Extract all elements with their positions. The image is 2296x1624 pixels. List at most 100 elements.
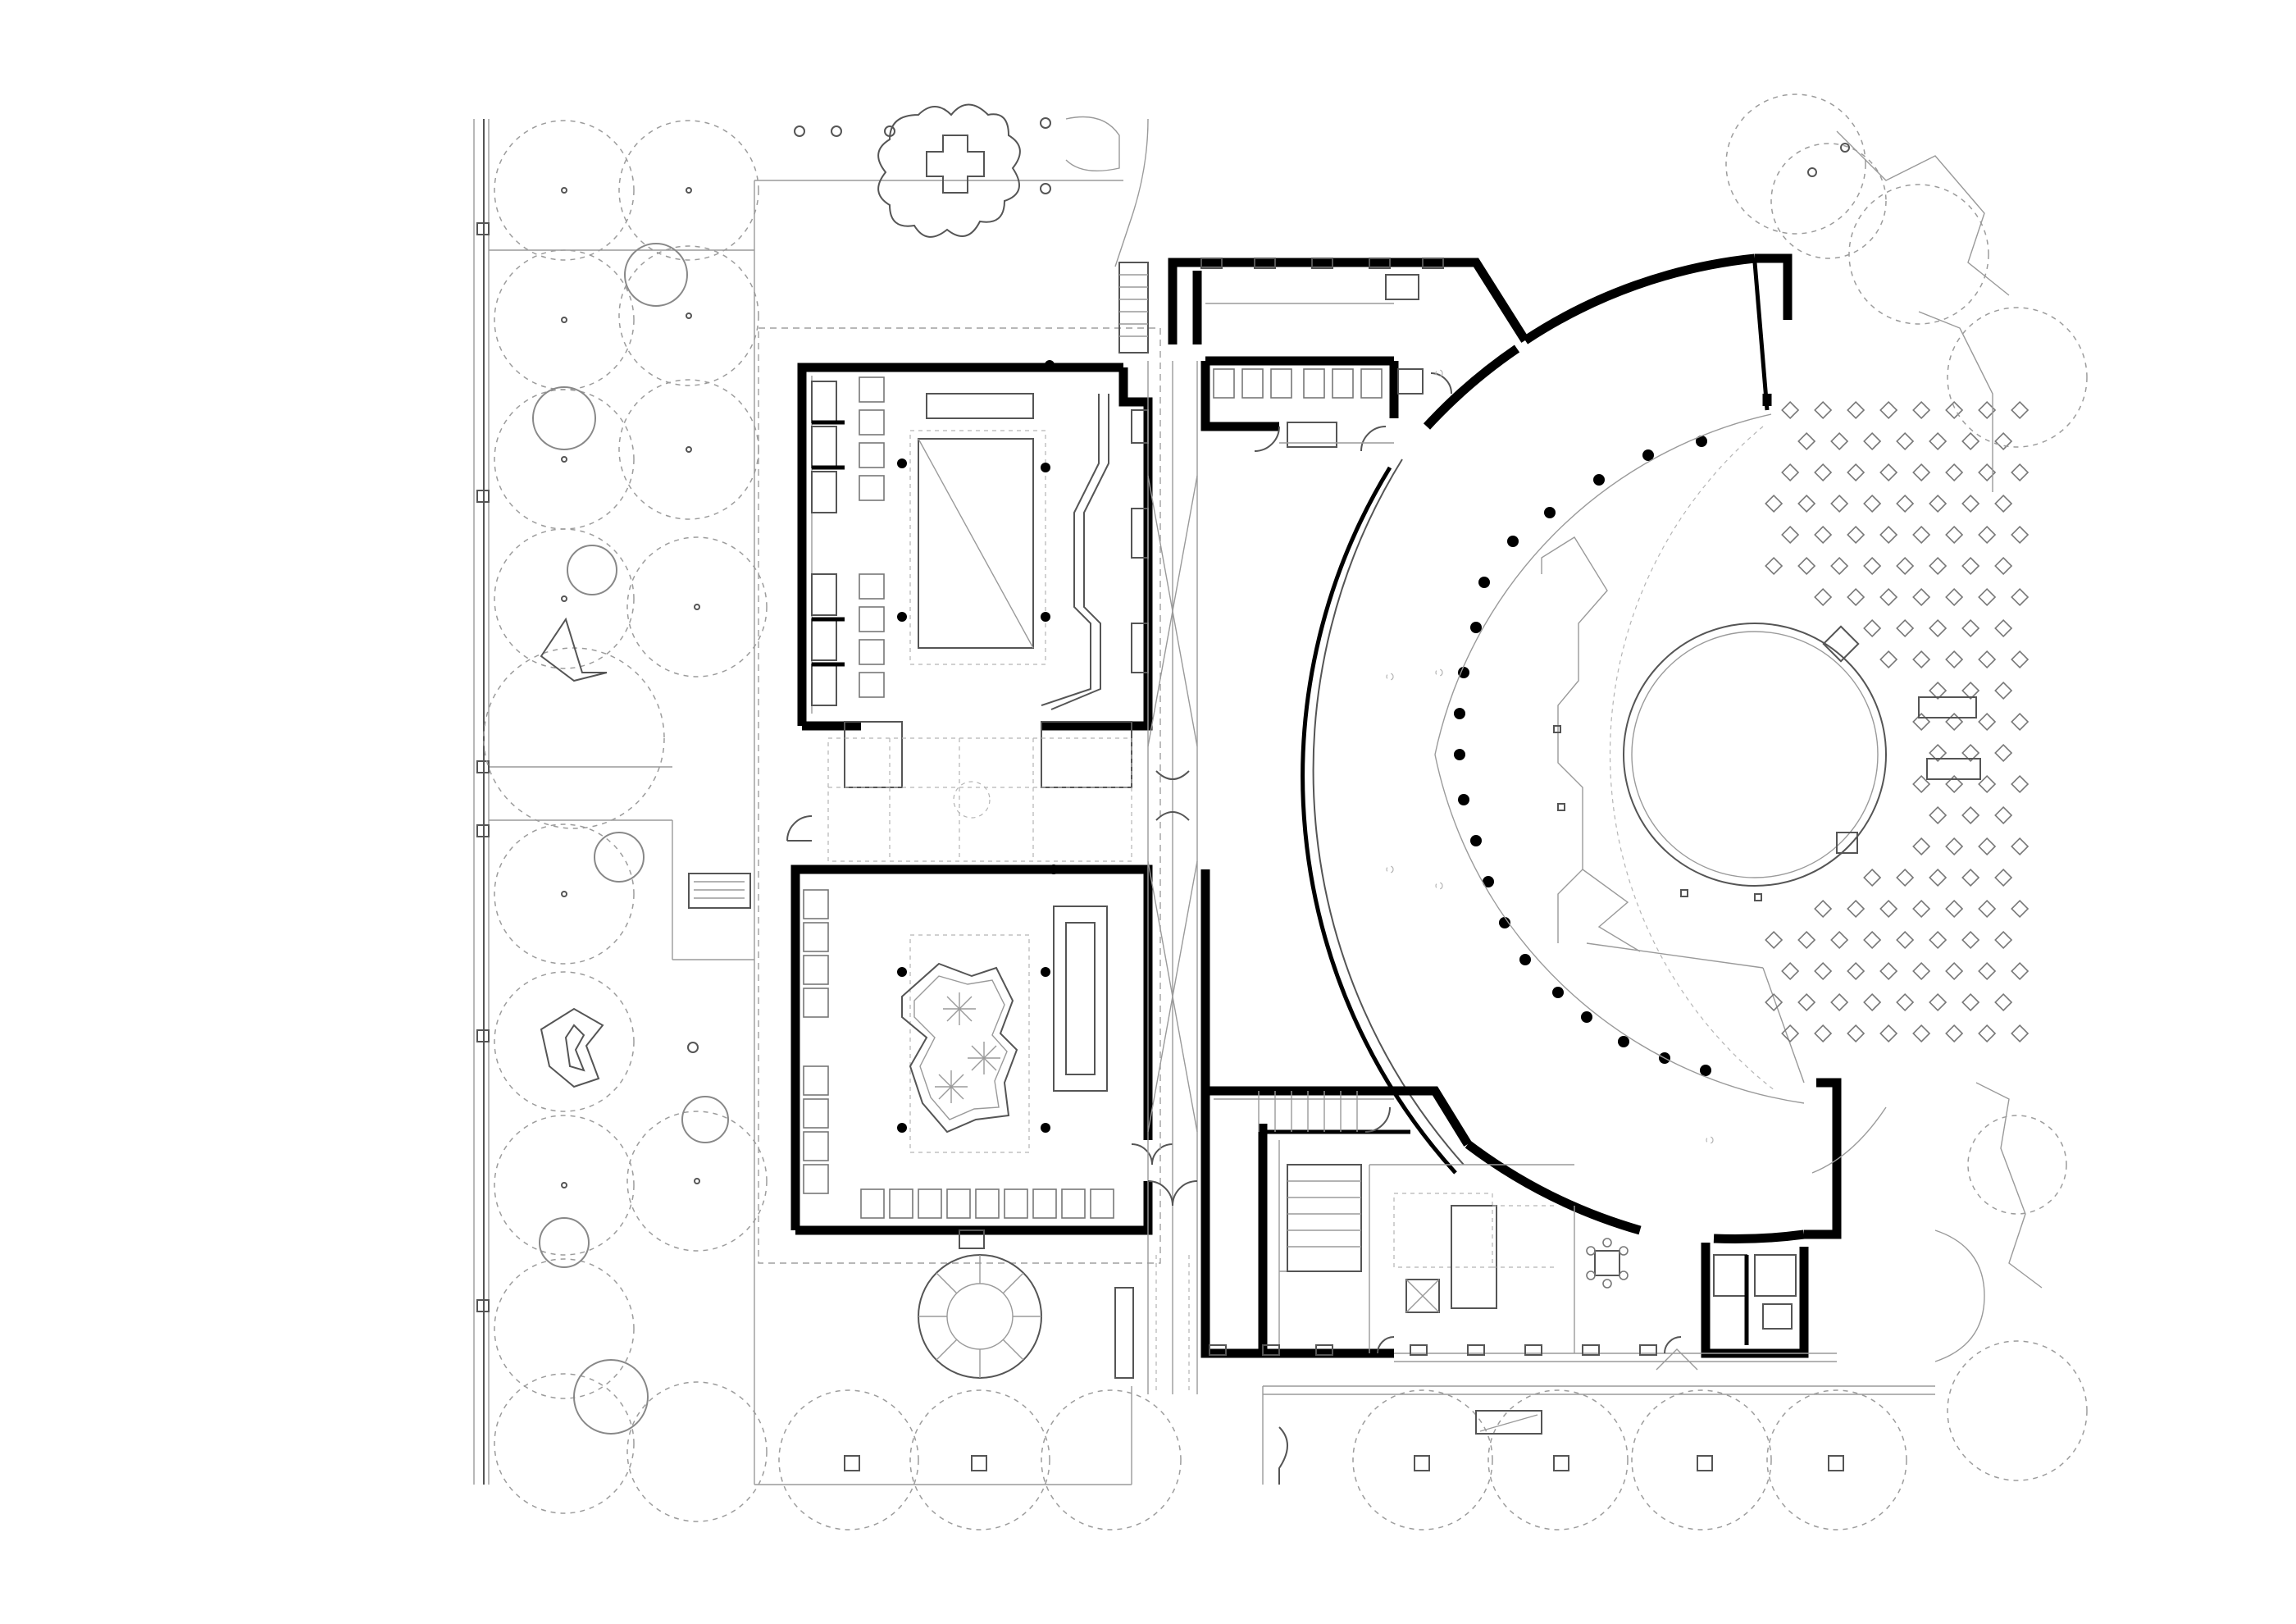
park-seat: [1797, 556, 1816, 576]
central-lobby: [786, 737, 1132, 862]
park-seat: [1994, 930, 2013, 950]
park-seat: [1978, 400, 1997, 420]
park-seat: [1896, 868, 1915, 887]
top-garden: [794, 103, 1149, 267]
park-seat: [1781, 463, 1800, 482]
park-seat: [1847, 587, 1866, 607]
park-seat: [1945, 837, 1964, 856]
park-seat: [1945, 899, 1964, 919]
park-seat: [1912, 525, 1931, 545]
park-seat: [1797, 992, 1816, 1012]
park-seat: [1863, 431, 1882, 451]
park-seat: [1994, 618, 2013, 638]
north-service-block: [1168, 258, 1529, 452]
southwest-gallery: [790, 864, 1173, 1249]
park-seat: [1814, 525, 1833, 545]
park-seat: [2011, 400, 2029, 420]
park-seat: [1945, 587, 1964, 607]
park-seat: [1994, 992, 2013, 1012]
park-seat: [1896, 930, 1915, 950]
park-seat: [1929, 494, 1947, 513]
park-seat: [2011, 463, 2029, 482]
park-seat: [1781, 961, 1800, 981]
park-seat: [1863, 494, 1882, 513]
park-seat: [2011, 774, 2029, 794]
central-corridor: [688, 262, 1202, 1394]
park-seat: [1830, 431, 1849, 451]
park-seat: [1847, 400, 1866, 420]
park-seat: [1896, 618, 1915, 638]
park-seat: [1912, 587, 1931, 607]
park-seat: [1912, 899, 1931, 919]
park-seat: [1961, 494, 1980, 513]
park-seat: [1961, 618, 1980, 638]
park-seat: [1929, 431, 1947, 451]
park-seat: [1797, 431, 1816, 451]
top-facade-windows: [1200, 258, 1444, 269]
wing-outline-dashed: [758, 327, 1161, 1264]
park-seat: [1765, 930, 1784, 950]
park-seat: [1945, 961, 1964, 981]
park-seat: [1863, 930, 1882, 950]
park-seat: [1961, 992, 1980, 1012]
curved-hall: [1301, 253, 1887, 1243]
park-seat: [1978, 650, 1997, 669]
park-seat: [1929, 556, 1947, 576]
park-seat: [1978, 525, 1997, 545]
park-seat: [1912, 774, 1931, 794]
park-seat: [1863, 556, 1882, 576]
hall-columns: [1454, 436, 1711, 1076]
park-seat: [1994, 556, 2013, 576]
park-seat: [1797, 930, 1816, 950]
park-seat: [1978, 837, 1997, 856]
park-seat: [1830, 494, 1849, 513]
park-seat: [1896, 556, 1915, 576]
park-seat: [1879, 899, 1898, 919]
park-seat: [1847, 1024, 1866, 1043]
park-seat: [1912, 650, 1931, 669]
street-markers: [476, 222, 490, 1312]
park-seat: [1896, 494, 1915, 513]
park-seat: [1929, 992, 1947, 1012]
outdoor-sculptures-left: [540, 617, 751, 1088]
park-seat: [1765, 556, 1784, 576]
park-seat: [2011, 961, 2029, 981]
park-seat: [1978, 899, 1997, 919]
park-seat: [1847, 525, 1866, 545]
north-wing: [797, 360, 1153, 788]
park-seat: [1978, 961, 1997, 981]
park-seat: [1781, 525, 1800, 545]
park-seat: [1830, 556, 1849, 576]
park-seat: [2011, 587, 2029, 607]
park-seat: [1978, 712, 1997, 732]
park-seat: [1830, 930, 1849, 950]
park-seat: [1896, 992, 1915, 1012]
right-site: [1725, 94, 2088, 1481]
park-seat: [1863, 868, 1882, 887]
park-seat: [1978, 774, 1997, 794]
park-seat: [1945, 463, 1964, 482]
park-seat: [1814, 1024, 1833, 1043]
park-seat: [1912, 400, 1931, 420]
park-seat: [1929, 868, 1947, 887]
park-seat: [1978, 463, 1997, 482]
park-seat: [1879, 961, 1898, 981]
park-seat: [1929, 805, 1947, 825]
park-seat: [2011, 650, 2029, 669]
park-seat: [2011, 837, 2029, 856]
park-seat: [1961, 930, 1980, 950]
park-seat: [1863, 618, 1882, 638]
trees-left: [483, 120, 768, 1522]
park-seat: [2011, 1024, 2029, 1043]
site-boundary-left: [473, 119, 1935, 1485]
park-seat: [1797, 494, 1816, 513]
park-seat: [1929, 930, 1947, 950]
park-seat: [1863, 992, 1882, 1012]
park-seat: [1929, 681, 1947, 700]
park-seat: [1994, 431, 2013, 451]
park-seat: [1879, 463, 1898, 482]
park-seat: [1978, 587, 1997, 607]
park-seat: [1847, 463, 1866, 482]
park-seat: [1912, 1024, 1931, 1043]
